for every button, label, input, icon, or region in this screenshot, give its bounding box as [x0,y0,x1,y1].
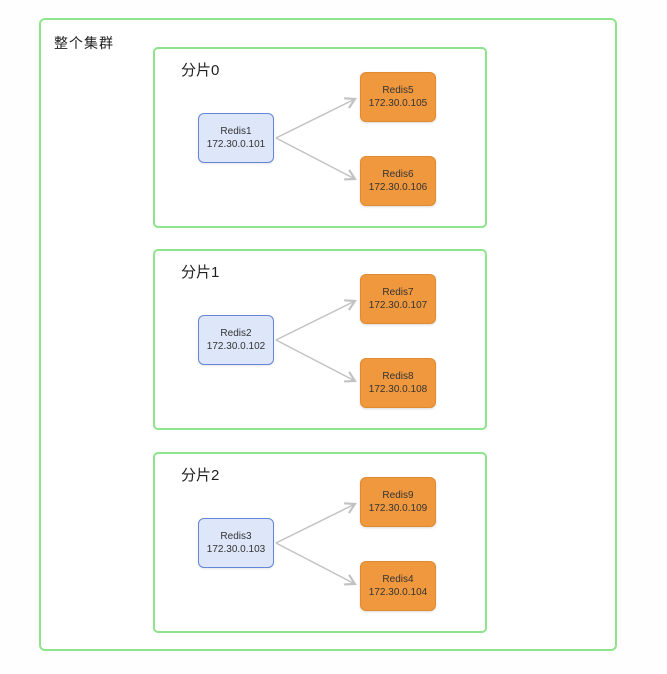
shard-2-replica-node-top: Redis9 172.30.0.109 [360,477,436,527]
node-name: Redis2 [220,328,252,339]
node-ip: 172.30.0.102 [206,341,266,352]
shard-0-container: 分片0 Redis1 172.30.0.101 Redis5 172.30.0.… [153,47,487,228]
shard-1-label: 分片1 [181,264,220,281]
arrow-master-to-replica-bottom [275,339,357,383]
node-name: Redis5 [382,85,414,96]
node-name: Redis7 [382,287,414,298]
shard-2-replica-node-bottom: Redis4 172.30.0.104 [360,561,436,611]
node-ip: 172.30.0.101 [206,139,266,150]
shard-1-master-node: Redis2 172.30.0.102 [198,315,274,365]
shard-1-replica-node-bottom: Redis8 172.30.0.108 [360,358,436,408]
node-name: Redis1 [220,126,252,137]
node-ip: 172.30.0.108 [368,384,428,395]
arrow-master-to-replica-bottom [275,542,357,586]
node-ip: 172.30.0.104 [368,587,428,598]
shard-0-label: 分片0 [181,62,220,79]
arrow-master-to-replica-bottom [275,137,357,181]
node-name: Redis6 [382,169,414,180]
cluster-label: 整个集群 [54,35,114,51]
arrow-master-to-replica-top [275,299,357,341]
shard-2-container: 分片2 Redis3 172.30.0.103 Redis9 172.30.0.… [153,452,487,633]
arrow-master-to-replica-top [275,502,357,544]
node-name: Redis8 [382,371,414,382]
shard-0-master-node: Redis1 172.30.0.101 [198,113,274,163]
node-ip: 172.30.0.105 [368,98,428,109]
node-name: Redis3 [220,531,252,542]
node-ip: 172.30.0.103 [206,544,266,555]
arrow-master-to-replica-top [275,97,357,139]
node-name: Redis4 [382,574,414,585]
shard-2-master-node: Redis3 172.30.0.103 [198,518,274,568]
cluster-container: 整个集群 分片0 Redis1 172.30.0.101 Redis5 172.… [39,18,617,651]
node-ip: 172.30.0.106 [368,182,428,193]
node-ip: 172.30.0.109 [368,503,428,514]
shard-1-replica-node-top: Redis7 172.30.0.107 [360,274,436,324]
shard-2-label: 分片2 [181,467,220,484]
shard-1-container: 分片1 Redis2 172.30.0.102 Redis7 172.30.0.… [153,249,487,430]
node-name: Redis9 [382,490,414,501]
node-ip: 172.30.0.107 [368,300,428,311]
shard-0-replica-node-bottom: Redis6 172.30.0.106 [360,156,436,206]
shard-0-replica-node-top: Redis5 172.30.0.105 [360,72,436,122]
